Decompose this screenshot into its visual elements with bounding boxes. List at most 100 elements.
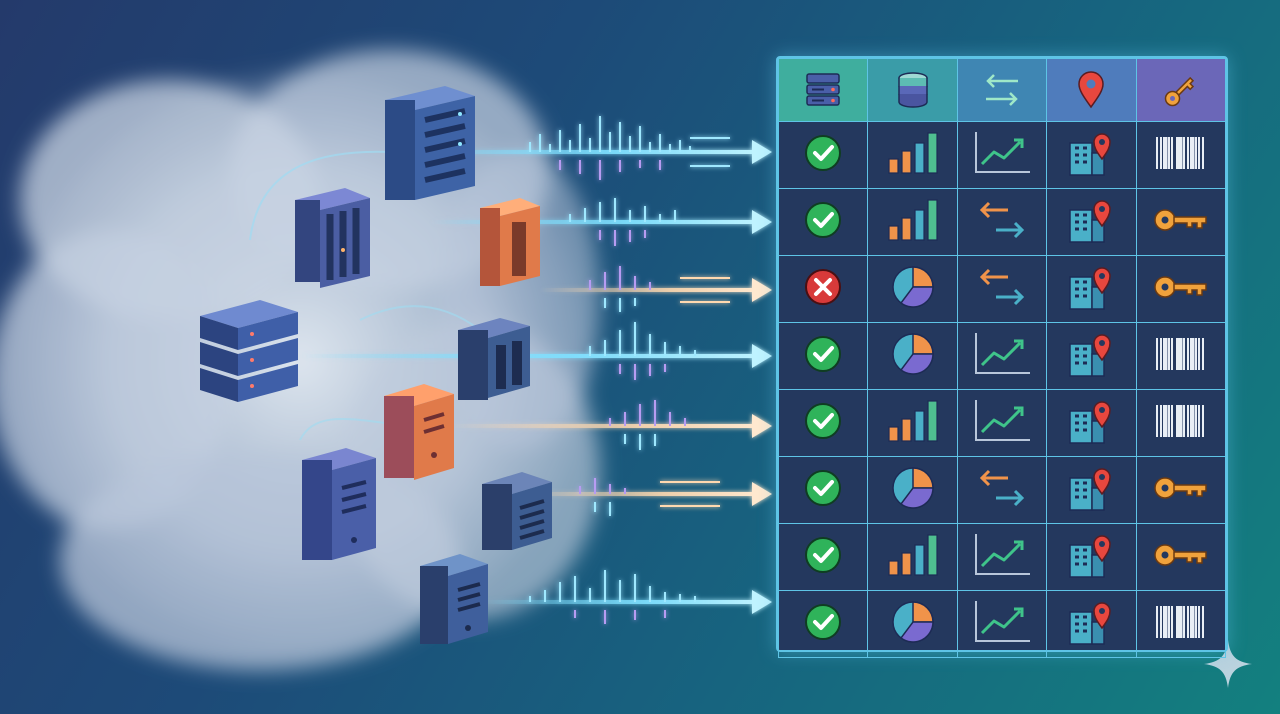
status-ok-icon (803, 200, 843, 240)
status-cell (777, 523, 869, 591)
beam-row-2 (430, 198, 772, 246)
location-cell (1046, 255, 1137, 323)
server-tower-blue (302, 448, 376, 560)
identifier-cell (1135, 188, 1227, 256)
trend-cell (956, 188, 1048, 256)
location-cell (1046, 322, 1137, 390)
status-cell (777, 456, 869, 524)
beam-row-6 (520, 478, 772, 516)
identifier-cell (1135, 456, 1227, 524)
chart-cell (867, 121, 958, 189)
building-pin-icon (1066, 196, 1116, 244)
bar-chart-icon (885, 399, 941, 443)
trend-cell (956, 255, 1048, 323)
status-cell (777, 590, 869, 658)
key-icon (1151, 471, 1211, 505)
server-tower-2 (295, 188, 370, 288)
status-ok-icon (803, 334, 843, 374)
trend-line-icon (972, 331, 1032, 377)
pie-chart-icon (889, 330, 937, 378)
pie-chart-icon (889, 263, 937, 311)
location-cell (1046, 389, 1137, 457)
pie-chart-icon (889, 464, 937, 512)
grid-body (777, 121, 1227, 658)
status-ok-icon (803, 535, 843, 575)
header-cell-database (867, 58, 958, 122)
identifier-cell (1135, 389, 1227, 457)
connector-line (249, 150, 391, 241)
server-tower-3 (480, 198, 540, 286)
chart-cell (867, 255, 958, 323)
identifier-cell (1135, 121, 1227, 189)
trend-cell (956, 389, 1048, 457)
table-row (777, 255, 1227, 323)
sparkle-icon (1204, 640, 1252, 688)
trend-cell (956, 322, 1048, 390)
key-icon (1151, 270, 1211, 304)
status-ok-icon (803, 133, 843, 173)
building-pin-icon (1066, 598, 1116, 646)
transfer-arrows-icon (985, 74, 1018, 106)
header-cell-transfer (956, 58, 1048, 122)
chart-cell (867, 322, 958, 390)
chart-cell (867, 389, 958, 457)
barcode-icon (1153, 334, 1209, 374)
building-pin-icon (1066, 330, 1116, 378)
table-row (777, 389, 1227, 457)
status-ok-icon (803, 602, 843, 642)
table-row (777, 590, 1227, 658)
identifier-cell (1135, 523, 1227, 591)
trend-cell (956, 523, 1048, 591)
building-pin-icon (1066, 397, 1116, 445)
status-cell (777, 255, 869, 323)
key-icon (1151, 538, 1211, 572)
status-cell (777, 389, 869, 457)
data-beams (249, 116, 772, 624)
location-cell (1046, 188, 1137, 256)
building-pin-icon (1066, 464, 1116, 512)
beam-row-5 (450, 400, 772, 450)
chart-cell (867, 590, 958, 658)
bar-chart-icon (885, 533, 941, 577)
trend-line-icon (972, 130, 1032, 176)
transfer-arrows-icon (974, 198, 1030, 242)
data-grid (776, 56, 1228, 658)
status-cell (777, 121, 869, 189)
barcode-icon (1153, 602, 1209, 642)
chart-cell (867, 188, 958, 256)
trend-line-icon (972, 398, 1032, 444)
connector-line (359, 305, 481, 331)
status-cell (777, 188, 869, 256)
identifier-cell (1135, 255, 1227, 323)
chart-cell (867, 523, 958, 591)
header-cell-server (777, 58, 869, 122)
building-pin-icon (1066, 531, 1116, 579)
data-table (777, 58, 1227, 658)
trend-line-icon (972, 599, 1032, 645)
barcode-icon (1153, 133, 1209, 173)
trend-cell (956, 121, 1048, 189)
location-pin-icon (1078, 71, 1105, 109)
status-error-icon (803, 267, 843, 307)
header-cell-key (1135, 58, 1227, 122)
identifier-cell (1135, 322, 1227, 390)
table-row (777, 456, 1227, 524)
building-pin-icon (1066, 263, 1116, 311)
bar-chart-icon (885, 131, 941, 175)
key-icon (1151, 203, 1211, 237)
server-tower-orange (384, 384, 454, 480)
location-cell (1046, 590, 1137, 658)
beam-row-1 (400, 116, 772, 180)
bar-chart-icon (885, 198, 941, 242)
table-row (777, 322, 1227, 390)
chart-cell (867, 456, 958, 524)
location-cell (1046, 456, 1137, 524)
server-tower-bottom (420, 554, 488, 644)
server-stacked (200, 300, 298, 402)
transfer-arrows-icon (974, 265, 1030, 309)
trend-cell (956, 590, 1048, 658)
beam-row-8 (480, 570, 772, 624)
server-nas (458, 318, 530, 400)
trend-cell (956, 456, 1048, 524)
